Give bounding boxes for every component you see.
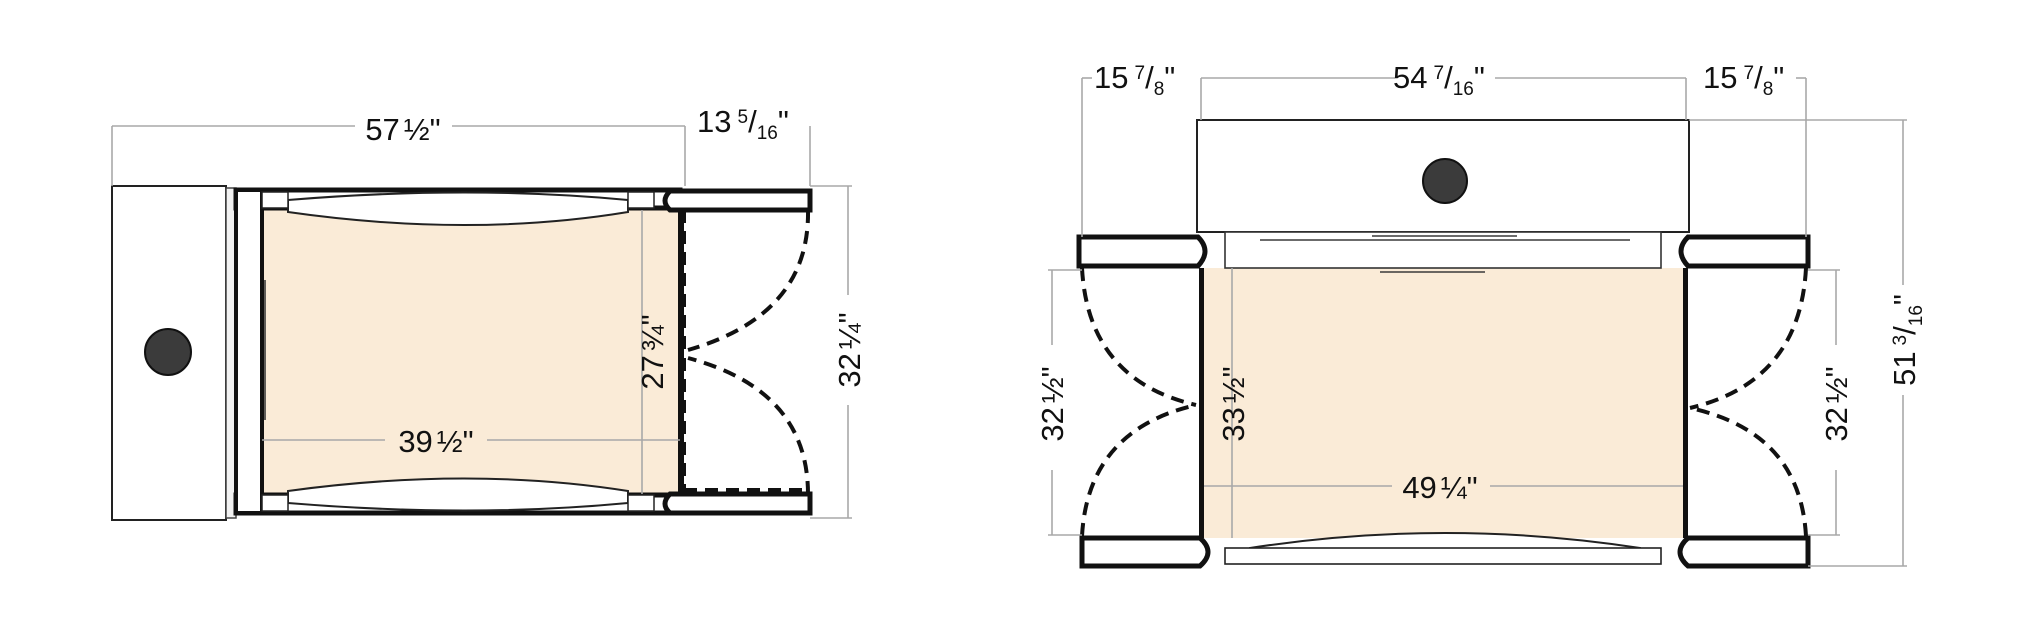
left-interior-floor <box>262 208 680 495</box>
left-top-seat-corner-r <box>627 191 655 209</box>
left-top-seat <box>287 191 629 226</box>
right-bottom-seat-base <box>1224 547 1662 565</box>
right-interior-height-label: 33½" <box>1216 366 1251 441</box>
right-left-wall <box>1199 268 1204 538</box>
left-bottom-seat <box>287 477 629 512</box>
right-interior-floor <box>1201 268 1686 538</box>
right-burner-icon <box>1422 158 1468 204</box>
left-back-wall <box>234 188 264 515</box>
left-bottom-seat-corner-l <box>261 494 289 512</box>
right-left-door-swing-bottom <box>1080 403 1197 537</box>
right-door-left-label: 32½" <box>1035 366 1070 441</box>
right-left-door-swing-top <box>1080 267 1197 407</box>
left-door-swing-top <box>687 209 811 352</box>
right-top-right-jamb <box>1678 234 1811 269</box>
left-top-seat-corner-l <box>261 191 289 209</box>
right-bottom-left-jamb <box>1079 535 1211 569</box>
right-bottom-right-jamb <box>1677 535 1811 569</box>
left-door-swing-bottom <box>687 356 810 495</box>
left-right-wall <box>678 208 684 495</box>
right-door-right-label: 32½" <box>1819 366 1854 441</box>
left-height-label: 32¼" <box>832 312 867 387</box>
right-right-wall <box>1683 268 1688 538</box>
left-interior-height-label: 27¾" <box>635 314 670 389</box>
right-overall-height-label: 513/16" <box>1887 294 1927 386</box>
left-top-door-jamb <box>662 188 813 213</box>
left-burner-icon <box>144 328 192 376</box>
left-bottom-seat-corner-r <box>627 494 655 512</box>
right-right-door-swing-top <box>1689 267 1808 410</box>
right-appliance-door-panel <box>1224 231 1662 269</box>
right-right-door-swing-bottom <box>1689 406 1808 537</box>
left-bottom-door-jamb <box>662 491 813 516</box>
right-top-left-jamb <box>1076 234 1208 269</box>
